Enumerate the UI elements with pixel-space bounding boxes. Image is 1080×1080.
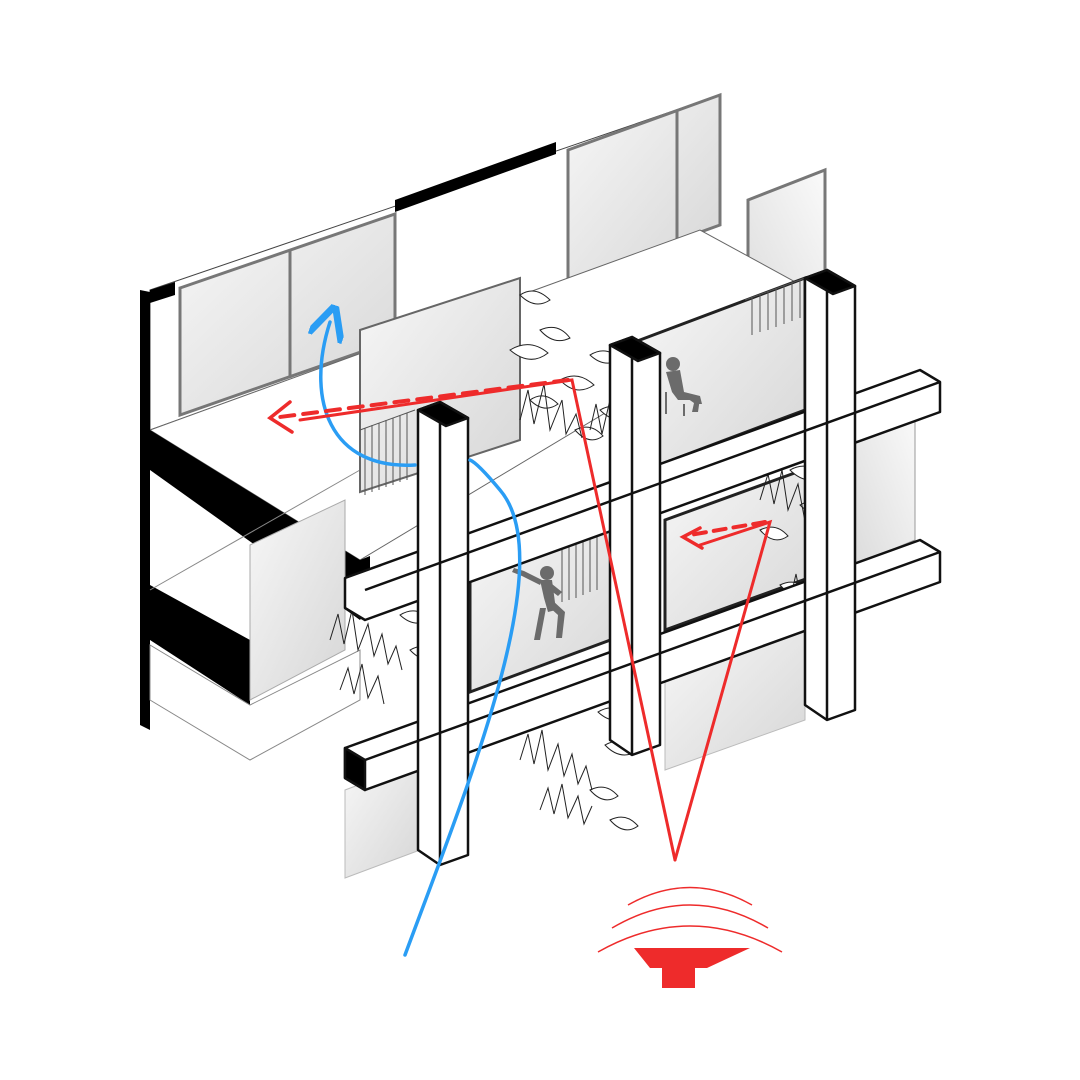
seated-person-icon <box>665 357 702 416</box>
balcony-railing-left <box>359 409 416 495</box>
kicking-person-icon <box>512 566 565 640</box>
facade-grid-frame <box>343 268 942 867</box>
sound-path-upper <box>298 378 677 862</box>
sound-deflect-arrow-lower <box>688 520 767 537</box>
airflow-arrow-rising <box>403 458 522 957</box>
sound-deflect-arrow-upper <box>270 378 570 420</box>
balcony-railing-upper-right <box>744 277 806 335</box>
upper-curtain-wall <box>149 92 722 431</box>
sound-reflection-lines <box>266 378 773 862</box>
sound-path-lower <box>673 519 773 862</box>
sound-wave-icon <box>597 886 783 953</box>
airflow-arrows <box>321 322 522 957</box>
left-edge-column <box>140 290 361 761</box>
airflow-arrow-upper <box>321 322 417 467</box>
sound-source-icon <box>634 948 750 988</box>
